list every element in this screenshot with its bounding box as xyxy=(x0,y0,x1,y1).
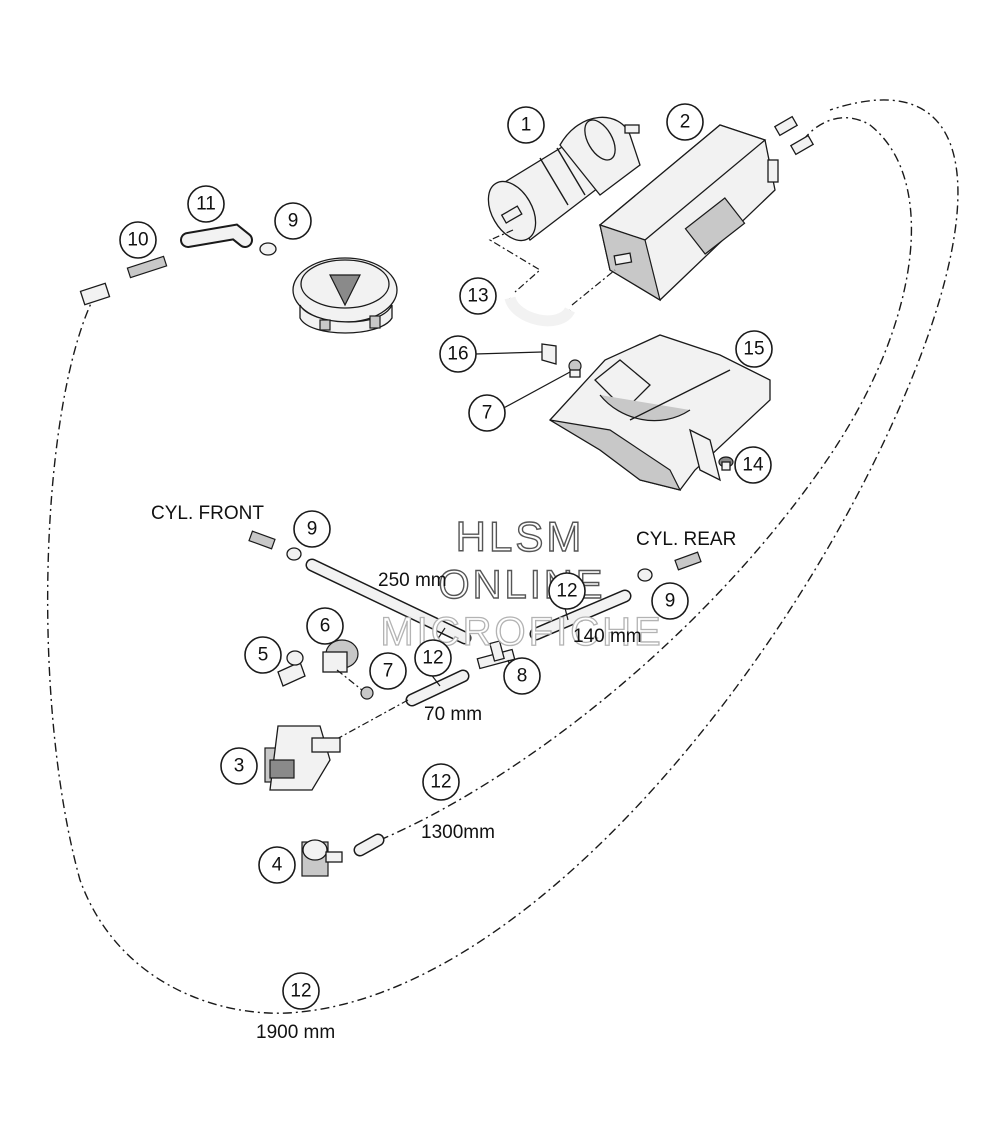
callout-3-number: 3 xyxy=(234,756,245,777)
part-1-purge-valve xyxy=(487,116,641,242)
watermark-line-1: HLSM xyxy=(456,513,585,560)
rear-cylinder-nipple xyxy=(637,551,702,582)
front-cylinder-nipple xyxy=(248,530,302,561)
callout-9-front-number: 9 xyxy=(307,519,318,540)
callout-12-1900mm-number: 12 xyxy=(290,981,311,1002)
callout-4-number: 4 xyxy=(272,855,283,876)
fuel-filler-cap xyxy=(292,257,398,334)
callout-14-number: 14 xyxy=(742,455,764,476)
part-12-hose-140mm xyxy=(529,589,632,641)
callout-1-number: 1 xyxy=(521,115,532,136)
part-6-grommet xyxy=(322,639,359,673)
callout-2: 2 xyxy=(666,103,704,141)
label-length-140mm: 140 mm xyxy=(573,626,642,647)
part-14-screw xyxy=(718,456,734,471)
callout-1: 1 xyxy=(507,106,545,144)
label-length-70mm: 70 mm xyxy=(424,704,482,725)
callout-5-number: 5 xyxy=(258,645,269,666)
callout-8: 8 xyxy=(503,657,541,695)
callout-2-number: 2 xyxy=(680,112,691,133)
callout-15: 15 xyxy=(735,330,773,368)
callout-12-1300mm-number: 12 xyxy=(430,772,451,793)
callout-10: 10 xyxy=(119,221,157,259)
label-length-1300mm: 1300mm xyxy=(421,822,495,843)
callout-9-top-number: 9 xyxy=(288,211,299,232)
callout-12-1300mm: 12 xyxy=(422,763,460,801)
callout-16-number: 16 xyxy=(447,344,468,365)
part-3-purge-solenoid xyxy=(264,725,341,791)
part-2-charcoal-canister xyxy=(598,124,779,302)
label-length-1900mm: 1900 mm xyxy=(256,1022,335,1043)
callout-10-number: 10 xyxy=(127,230,148,251)
callout-13-number: 13 xyxy=(467,286,488,307)
part-5-bracket xyxy=(277,650,306,687)
hose-route-1300mm xyxy=(379,117,913,841)
callout-12-140mm: 12 xyxy=(548,572,586,610)
callout-13: 13 xyxy=(459,277,497,315)
part-7-screw-upper xyxy=(499,359,582,411)
callout-9-front: 9 xyxy=(293,510,331,548)
callout-11: 11 xyxy=(187,185,225,223)
callout-7-upper: 7 xyxy=(468,394,506,432)
label-cyl-front: CYL. FRONT xyxy=(151,503,264,524)
callout-5: 5 xyxy=(244,636,282,674)
callout-3: 3 xyxy=(220,747,258,785)
part-12-hose-250mm xyxy=(305,558,472,645)
part-12-hose-70mm xyxy=(405,669,470,707)
callout-11-number: 11 xyxy=(196,194,216,215)
callout-7-upper-number: 7 xyxy=(482,403,493,424)
callout-12-140mm-number: 12 xyxy=(556,581,577,602)
callout-12-1900mm: 12 xyxy=(282,972,320,1010)
part-9-hose-clamp-top xyxy=(259,242,277,256)
part-4-check-valve xyxy=(301,839,343,877)
hose-end-stubs xyxy=(773,115,815,156)
part-13-hose xyxy=(488,229,616,327)
part-15-canister-bracket xyxy=(548,334,771,491)
callout-12-70mm: 12 xyxy=(414,639,452,677)
callout-12-70mm-number: 12 xyxy=(422,648,443,669)
callout-4: 4 xyxy=(258,846,296,884)
leader-70mm-to-valve xyxy=(334,699,409,741)
label-length-250mm: 250 mm xyxy=(378,570,447,591)
part-10-hose-nipple xyxy=(79,255,168,306)
callout-9-rear-number: 9 xyxy=(665,591,676,612)
callout-7-lower-number: 7 xyxy=(383,661,394,682)
callout-9-rear: 9 xyxy=(651,582,689,620)
callout-15-number: 15 xyxy=(743,339,764,360)
callout-8-number: 8 xyxy=(517,666,528,687)
part-12-hose-1300mm-segment xyxy=(353,833,385,857)
callout-6-number: 6 xyxy=(320,616,331,637)
part-8-tee-fitting xyxy=(476,640,516,670)
callout-6: 6 xyxy=(306,607,344,645)
part-7-screw-lower xyxy=(336,669,374,700)
callout-16: 16 xyxy=(439,335,477,373)
part-16-clip-nut xyxy=(474,343,557,365)
part-11-elbow-hose xyxy=(180,223,253,248)
hose-route-1900mm xyxy=(46,99,959,1014)
callout-7-lower: 7 xyxy=(369,652,407,690)
label-cyl-rear: CYL. REAR xyxy=(636,529,736,550)
callout-14: 14 xyxy=(734,446,772,484)
callout-9-top: 9 xyxy=(274,202,312,240)
